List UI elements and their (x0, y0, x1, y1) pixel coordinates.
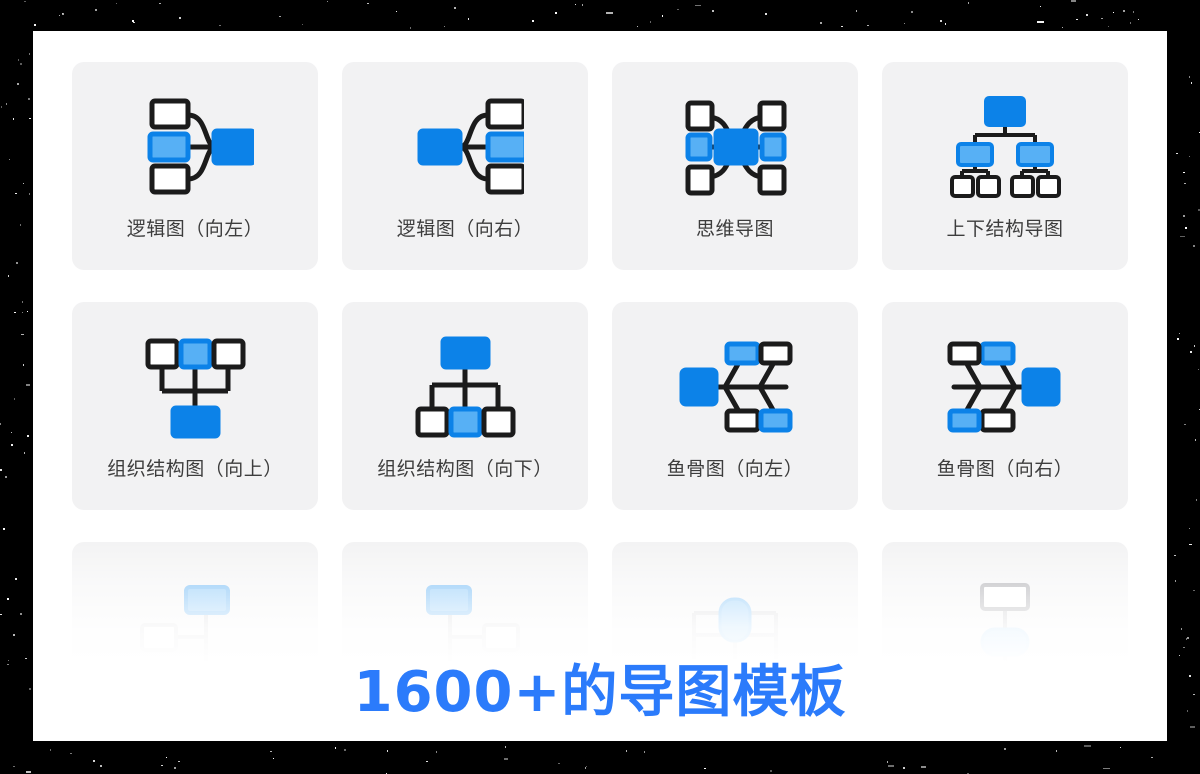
mind-map-icon (670, 88, 800, 206)
tree-partial-c-icon (670, 568, 800, 686)
template-card-label: 组织结构图（向上） (107, 458, 283, 480)
template-grid: 逻辑图（向左） 逻辑图（向右） (72, 62, 1128, 741)
tree-partial-a-icon (130, 568, 260, 686)
template-card-label: 逻辑图（向右） (396, 218, 534, 240)
template-card-label: 上下结构导图 (946, 218, 1064, 240)
template-card-mindmap[interactable]: 思维导图 (612, 62, 858, 270)
fishbone-right-icon (940, 328, 1070, 446)
tree-partial-d-icon (940, 568, 1070, 686)
org-chart-down-icon (400, 328, 530, 446)
template-card-label: 鱼骨图（向右） (936, 458, 1074, 480)
top-down-structure-icon (940, 88, 1070, 206)
template-card-logic-left[interactable]: 逻辑图（向左） (72, 62, 318, 270)
logic-diagram-right-icon (400, 88, 530, 206)
template-card-fishbone-right[interactable]: 鱼骨图（向右） (882, 302, 1128, 510)
template-card-org-up[interactable]: 组织结构图（向上） (72, 302, 318, 510)
template-card-top-down[interactable]: 上下结构导图 (882, 62, 1128, 270)
template-card-label: 思维导图 (695, 218, 774, 240)
template-card-fishbone-left[interactable]: 鱼骨图（向左） (612, 302, 858, 510)
template-card-label: 组织结构图（向下） (377, 458, 553, 480)
org-chart-up-icon (130, 328, 260, 446)
template-card-partial-d[interactable] (882, 542, 1128, 741)
template-card-partial-b[interactable] (342, 542, 588, 741)
template-card-partial-c[interactable] (612, 542, 858, 741)
template-card-label: 鱼骨图（向左） (666, 458, 804, 480)
logic-diagram-left-icon (130, 88, 260, 206)
tree-partial-b-icon (400, 568, 530, 686)
template-gallery-panel: 逻辑图（向左） 逻辑图（向右） (33, 31, 1167, 741)
template-card-logic-right[interactable]: 逻辑图（向右） (342, 62, 588, 270)
template-card-label: 逻辑图（向左） (126, 218, 264, 240)
template-card-partial-a[interactable] (72, 542, 318, 741)
fishbone-left-icon (670, 328, 800, 446)
template-card-org-down[interactable]: 组织结构图（向下） (342, 302, 588, 510)
